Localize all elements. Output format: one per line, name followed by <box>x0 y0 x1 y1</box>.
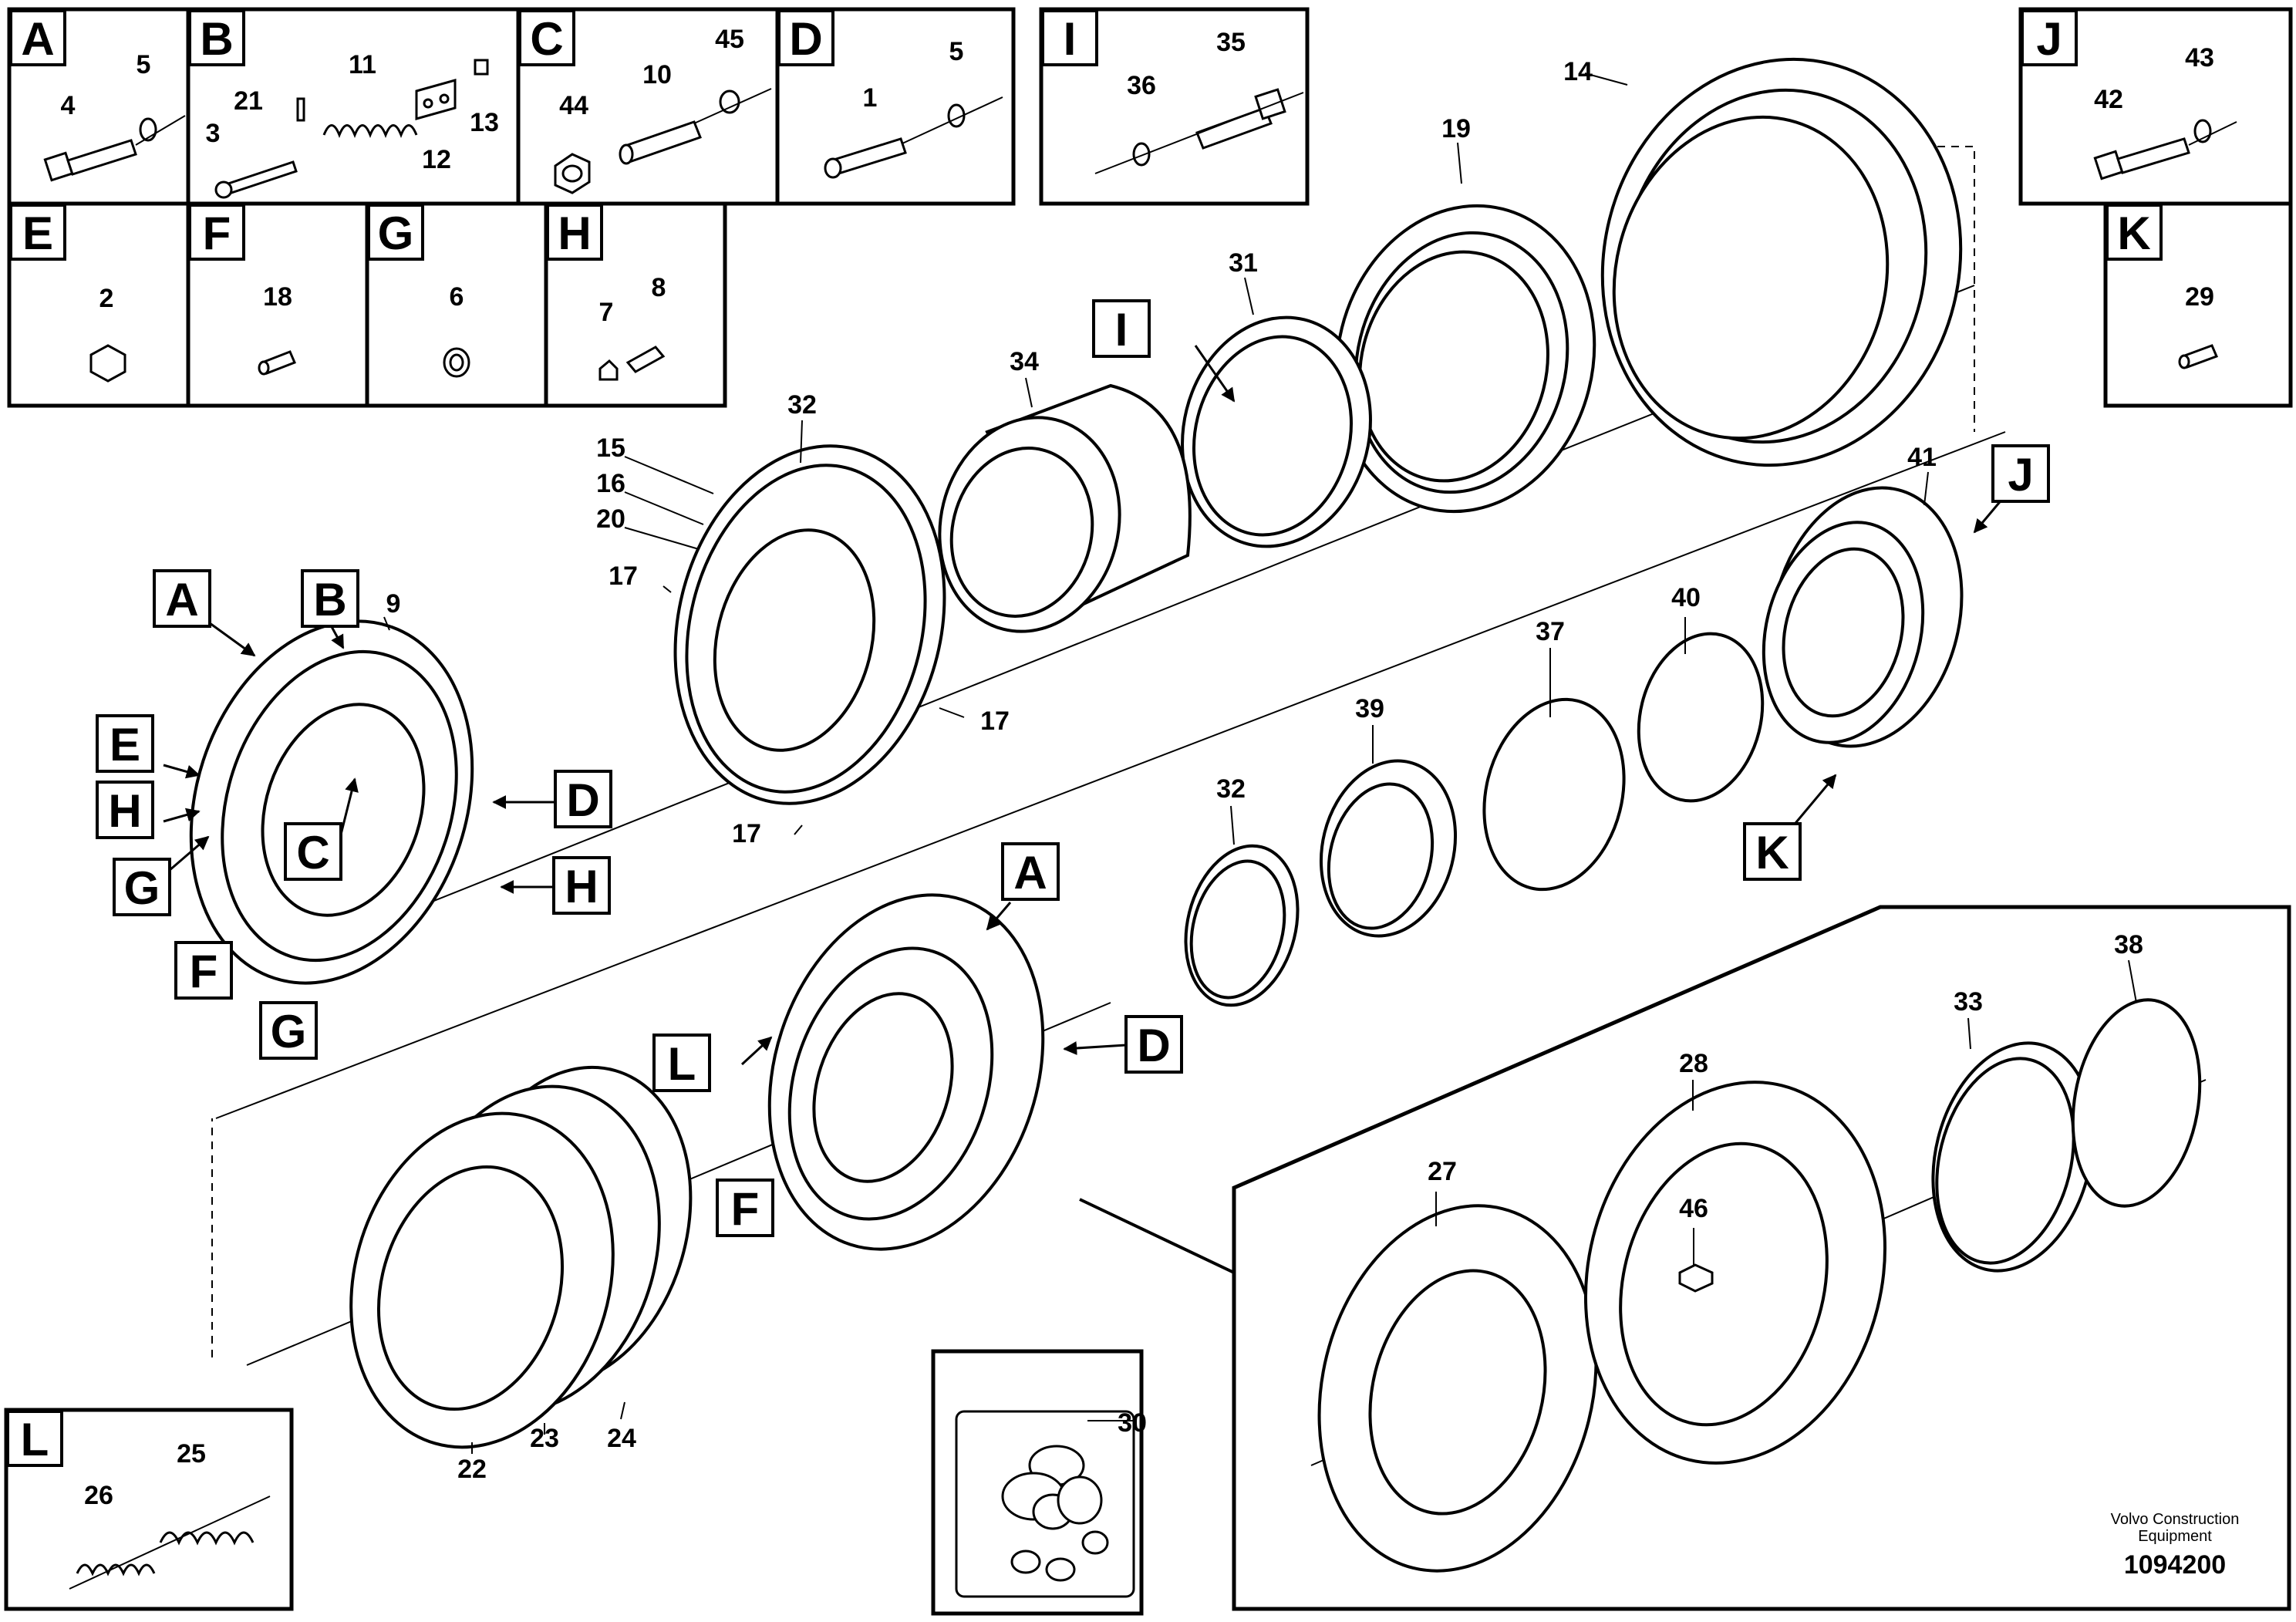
callout-3: 3 <box>206 119 221 148</box>
callout-5-d: 5 <box>949 37 964 66</box>
tag-e: E <box>110 719 140 771</box>
box-tag-d: D <box>789 13 822 65</box>
callout-6: 6 <box>450 282 464 312</box>
callout-22: 22 <box>457 1455 487 1484</box>
callout-1: 1 <box>863 83 878 113</box>
box-tag-g: G <box>378 207 414 259</box>
tag-a-lower: A <box>1013 847 1047 899</box>
callout-45: 45 <box>715 25 744 54</box>
callout-8: 8 <box>652 273 666 302</box>
box-tag-k: K <box>2117 207 2150 259</box>
callout-44: 44 <box>559 91 588 120</box>
small-parts <box>43 59 2237 1598</box>
footer-company-line2: Equipment <box>2138 1528 2212 1545</box>
callout-39: 39 <box>1355 694 1384 723</box>
callout-26: 26 <box>84 1481 113 1510</box>
callout-16: 16 <box>596 469 625 498</box>
callout-29: 29 <box>2185 282 2214 312</box>
callout-41: 41 <box>1907 443 1937 472</box>
callout-19: 19 <box>1441 114 1471 143</box>
tag-k: K <box>1755 827 1789 878</box>
callout-14: 14 <box>1563 57 1593 86</box>
callout-11: 11 <box>349 50 376 79</box>
callout-10: 10 <box>642 60 672 89</box>
callout-32-lower: 32 <box>1216 774 1246 804</box>
callout-4: 4 <box>61 91 76 120</box>
callout-30: 30 <box>1118 1408 1147 1438</box>
footer-company-line1: Volvo Construction <box>2111 1511 2240 1528</box>
tag-f-upper: F <box>190 946 218 997</box>
callout-24: 24 <box>607 1424 636 1453</box>
box-tag-h: H <box>558 207 591 259</box>
callout-38: 38 <box>2114 930 2143 959</box>
callout-18: 18 <box>263 282 292 312</box>
callout-32-upper: 32 <box>787 390 817 420</box>
tag-c: C <box>296 827 329 878</box>
callout-9: 9 <box>386 589 401 619</box>
tag-h-left: H <box>108 785 141 837</box>
footer-doc-number: 1094200 <box>2124 1550 2226 1580</box>
box-tag-c: C <box>530 13 563 65</box>
callout-34: 34 <box>1010 347 1039 376</box>
leader-lines <box>383 73 2137 1454</box>
box-tag-a: A <box>21 13 54 65</box>
callout-40: 40 <box>1671 583 1701 612</box>
tag-h-right: H <box>565 861 598 912</box>
callout-43: 43 <box>2185 43 2214 73</box>
tag-b: B <box>313 574 346 626</box>
callout-17-a: 17 <box>609 561 638 591</box>
box-tag-b: B <box>200 13 233 65</box>
tag-l: L <box>668 1038 696 1090</box>
callout-25: 25 <box>177 1439 206 1469</box>
box-tag-e: E <box>22 207 53 259</box>
callout-36: 36 <box>1127 71 1156 100</box>
callout-46: 46 <box>1679 1194 1708 1223</box>
tag-a-upper: A <box>165 574 198 626</box>
callout-7: 7 <box>599 298 614 327</box>
box-tag-f: F <box>203 207 231 259</box>
callout-20: 20 <box>596 504 625 534</box>
callout-27: 27 <box>1428 1157 1457 1186</box>
callout-17-c: 17 <box>732 819 761 848</box>
callout-17-b: 17 <box>980 706 1010 736</box>
callout-31: 31 <box>1229 248 1258 278</box>
box-tag-i: I <box>1064 13 1077 65</box>
callout-12: 12 <box>422 145 451 174</box>
callout-21: 21 <box>234 86 263 116</box>
callout-5-a: 5 <box>137 50 151 79</box>
tag-g-lower: G <box>271 1006 307 1057</box>
callout-35: 35 <box>1216 28 1246 57</box>
callout-37: 37 <box>1536 617 1565 646</box>
tag-f-lower: F <box>731 1183 760 1235</box>
callout-13: 13 <box>470 108 499 137</box>
tag-i: I <box>1115 304 1128 356</box>
callout-15: 15 <box>596 433 625 463</box>
callout-33: 33 <box>1954 987 1983 1017</box>
detail-boxes <box>4 7 2293 1616</box>
callout-23: 23 <box>530 1424 559 1453</box>
tag-j: J <box>2008 449 2033 501</box>
major-parts <box>189 57 2202 1573</box>
callout-28: 28 <box>1679 1049 1708 1078</box>
box-tag-j: J <box>2036 13 2062 65</box>
callout-2: 2 <box>99 284 114 313</box>
callout-42: 42 <box>2094 85 2123 114</box>
tag-d-lower: D <box>1137 1020 1170 1071</box>
tag-d-upper: D <box>566 774 599 826</box>
tag-g-left: G <box>124 862 160 914</box>
box-tag-l: L <box>21 1414 49 1465</box>
